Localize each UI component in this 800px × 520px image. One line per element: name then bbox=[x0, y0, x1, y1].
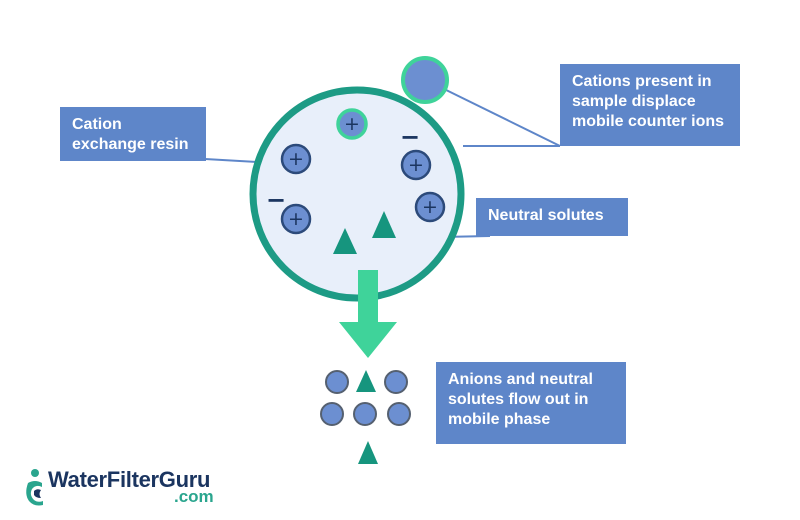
anions-label-box: Anions and neutral solutes flow out in m… bbox=[436, 362, 626, 444]
water-drop-person-icon bbox=[26, 469, 43, 506]
neutral-solute-triangle bbox=[356, 370, 376, 392]
neutral-label-line: Neutral solutes bbox=[488, 207, 604, 224]
cations-label-line: sample displace bbox=[572, 93, 696, 110]
plus-ion: + bbox=[400, 149, 432, 181]
neutral-label-box: Neutral solutes bbox=[476, 198, 628, 236]
waterfilterguru-logo: WaterFilterGuru .com bbox=[24, 467, 224, 507]
incoming-cation bbox=[401, 56, 449, 104]
anion bbox=[353, 402, 377, 426]
neutral-solute-triangle bbox=[358, 441, 378, 464]
anion bbox=[387, 402, 411, 426]
svg-text:+: + bbox=[344, 113, 360, 135]
plus-ion: + bbox=[336, 108, 368, 140]
neutral-solute-triangle bbox=[372, 211, 396, 238]
neutral-solute-triangle bbox=[333, 228, 357, 254]
cations-label-box: Cations present in sample displace mobil… bbox=[560, 64, 740, 146]
anions-label-line: solutes flow out in bbox=[448, 391, 589, 408]
plus-ion: + bbox=[280, 143, 312, 175]
resin-bead bbox=[249, 86, 465, 302]
svg-text:+: + bbox=[408, 154, 424, 176]
svg-text:+: + bbox=[288, 208, 304, 230]
plus-ion: + bbox=[414, 191, 446, 223]
anion bbox=[320, 402, 344, 426]
logo-tld-text: .com bbox=[174, 487, 214, 506]
plus-ion: + bbox=[280, 203, 312, 235]
connector-cations-1 bbox=[439, 86, 561, 147]
anion bbox=[325, 370, 349, 394]
cations-label-line: mobile counter ions bbox=[572, 113, 725, 130]
anions-label-line: mobile phase bbox=[448, 411, 551, 428]
resin-label-box: Cation exchange resin bbox=[60, 107, 206, 161]
minus-sign: − bbox=[400, 123, 420, 151]
anions-label-line: Anions and neutral bbox=[448, 371, 593, 388]
flow-down-arrow bbox=[339, 270, 397, 358]
connector-resin bbox=[204, 158, 259, 163]
svg-text:+: + bbox=[422, 196, 438, 218]
cations-label-line: Cations present in bbox=[572, 73, 712, 90]
resin-label-line: exchange resin bbox=[72, 136, 189, 153]
anion bbox=[384, 370, 408, 394]
minus-sign: − bbox=[266, 186, 286, 214]
resin-label-line: Cation bbox=[72, 116, 122, 133]
logo-brand-text: WaterFilterGuru bbox=[48, 467, 211, 492]
svg-text:+: + bbox=[288, 148, 304, 170]
